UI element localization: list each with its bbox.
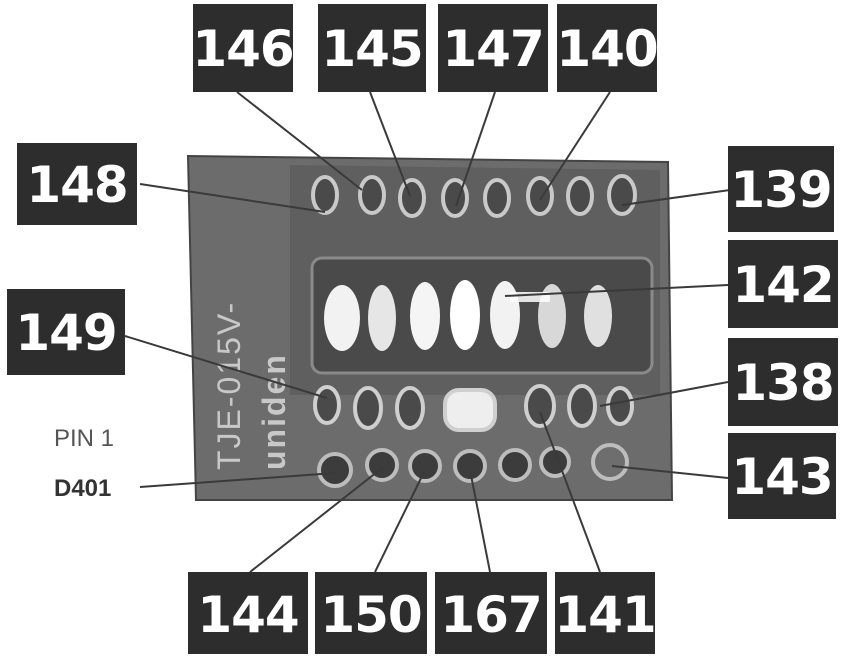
callout-label: 147 [442,20,543,78]
callout-right-2: 142 [728,240,838,328]
leader-150 [374,469,426,573]
callout-right-1: 139 [728,146,834,232]
leader-lines [124,91,731,573]
board-silkscreen-part: TJE-015V- [211,301,247,470]
callout-label: 146 [192,20,293,78]
d401-label: D401 [54,475,111,502]
leader-147 [455,91,496,207]
callout-label: 145 [321,20,422,78]
callout-top-4: 140 [556,4,659,92]
leader-d401 [139,472,336,488]
callout-label: 139 [730,161,831,219]
callout-top-1: 146 [192,4,295,92]
callout-right-3: 138 [728,338,838,426]
callout-top-2: 145 [318,4,426,92]
callout-top-3: 147 [438,4,548,92]
callout-bottom-2: 150 [315,572,427,654]
leader-142 [504,284,729,297]
lower-pad-row [313,384,634,432]
callout-left-1: 148 [17,143,137,225]
leader-140 [539,91,611,201]
callout-label: 144 [197,586,298,644]
callout-bottom-1: 144 [188,572,308,654]
callout-label: 143 [731,448,832,506]
callout-label: 150 [320,586,421,644]
callout-label: 148 [26,156,127,214]
callout-label: 142 [732,256,833,314]
callout-bottom-3: 167 [435,572,547,654]
right-callouts: 139 142 138 143 [728,146,838,519]
callout-label: 138 [732,354,833,412]
callout-label: 140 [556,20,657,78]
left-callouts: 148 149 [7,143,137,375]
leader-167 [469,469,491,573]
leader-144 [249,467,383,573]
leader-146 [236,91,363,191]
leader-143 [611,465,729,479]
board-silkscreen-brand: uniden [256,353,292,470]
leader-148 [139,183,326,213]
top-pad-row [311,174,637,218]
top-callouts: 146 145 147 140 [192,4,659,92]
callout-label: 141 [554,586,655,644]
callout-left-2: 149 [7,289,125,375]
leader-145 [369,91,411,197]
callout-label: 167 [440,586,541,644]
pcb-board: TJE-015V- uniden [186,154,674,501]
leader-138 [599,381,729,407]
pin1-label: PIN 1 [54,425,114,452]
callout-bottom-4: 141 [554,572,657,654]
leader-139 [621,189,731,206]
bottom-callouts: 144 150 167 141 [188,572,657,654]
middle-pad-row [324,280,612,351]
leader-141 [539,411,601,573]
callout-right-4: 143 [728,433,836,519]
leader-149 [124,335,328,399]
callout-label: 149 [15,304,116,362]
